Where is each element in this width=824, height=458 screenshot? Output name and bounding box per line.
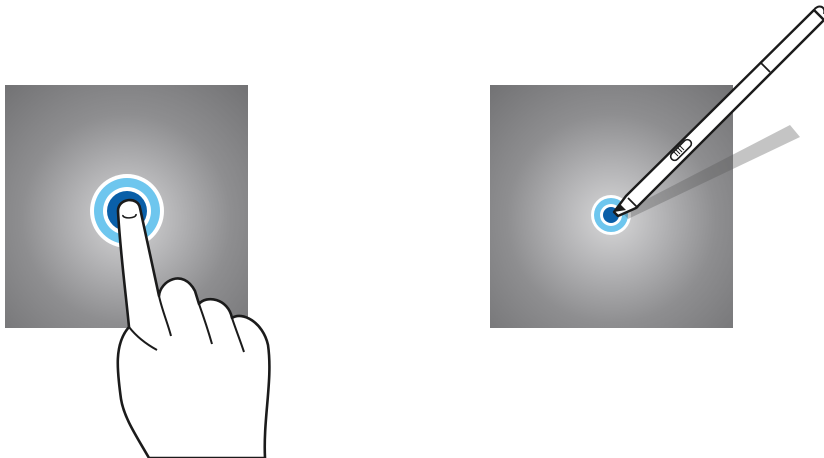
finger-tap-icon bbox=[118, 200, 270, 458]
stylus-tap-icon bbox=[614, 7, 824, 216]
